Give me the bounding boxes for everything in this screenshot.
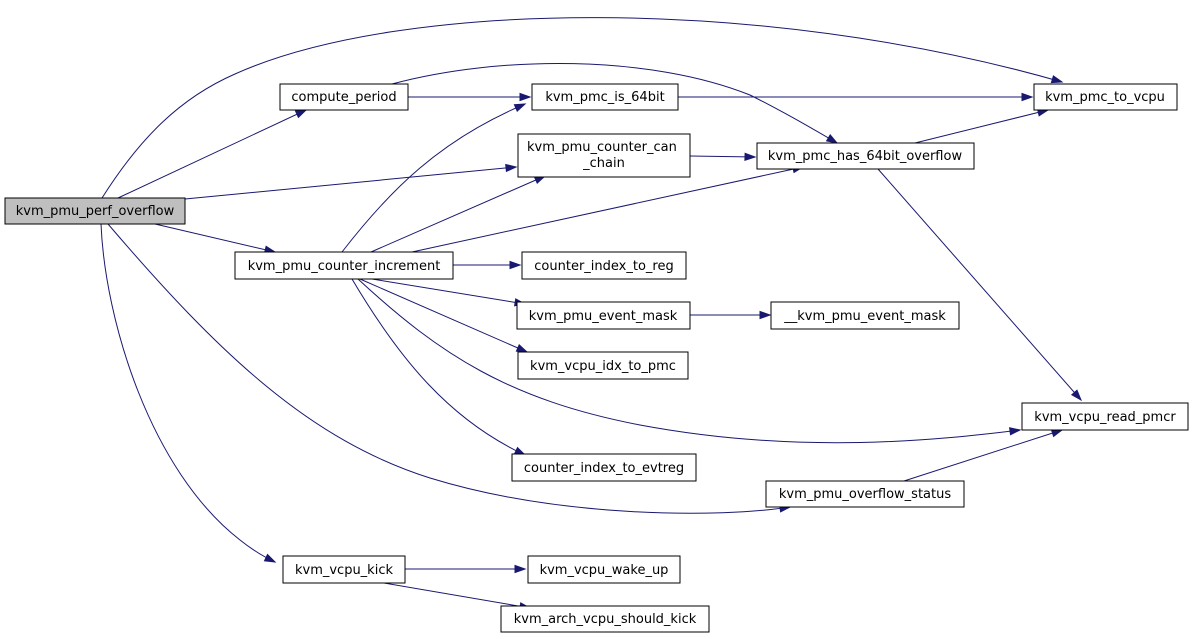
edge-overflow-status-to-vcpu-read-pmcr: [903, 429, 1063, 482]
node-label: counter_index_to_evtreg: [524, 461, 684, 476]
arrowhead: [263, 553, 277, 563]
edge-counter-increment-to-pmc-has-64bit-overflow: [411, 166, 804, 253]
arrowhead: [294, 109, 308, 119]
arrowhead: [1050, 429, 1064, 438]
call-edges: [100, 17, 1082, 609]
node-label: counter_index_to_reg: [534, 259, 673, 274]
node-label: kvm_pmc_has_64bit_overflow: [768, 149, 963, 164]
node-kvm-pmc-is-64bit[interactable]: kvm_pmc_is_64bit: [531, 83, 679, 111]
edge-perf-overflow-to-compute-period: [117, 109, 307, 199]
node-label: kvm_vcpu_wake_up: [540, 563, 669, 578]
edge-pmc-has-64bit-overflow-to-vcpu-read-pmcr: [877, 168, 1082, 401]
arrowhead: [514, 564, 527, 574]
node-kvm-pmu-perf-overflow[interactable]: kvm_pmu_perf_overflow: [4, 197, 186, 225]
arrowhead: [1050, 75, 1064, 84]
arrowhead: [513, 103, 527, 113]
node-kvm-pmu-counter-increment[interactable]: kvm_pmu_counter_increment: [234, 251, 454, 280]
node-kvm-pmc-to-vcpu[interactable]: kvm_pmc_to_vcpu: [1033, 83, 1178, 111]
arrowhead: [519, 92, 532, 102]
node-label-line-2: _chain: [582, 156, 625, 171]
arrowhead: [744, 152, 757, 161]
arrowhead: [825, 134, 839, 144]
node-kvm-pmu-overflow-status[interactable]: kvm_pmu_overflow_status: [765, 480, 965, 508]
arrowhead: [509, 260, 522, 270]
node-label: kvm_vcpu_kick: [295, 563, 394, 578]
edge-perf-overflow-to-vcpu-kick: [100, 223, 276, 563]
node-kvm-pmu-event-mask-internal[interactable]: __kvm_pmu_event_mask: [770, 301, 960, 330]
arrowhead: [505, 163, 518, 173]
edge-compute-period-to-pmc-has-64bit-overflow: [391, 62, 838, 144]
node-label: compute_period: [291, 90, 396, 105]
edge-vcpu-kick-to-arch-vcpu-should-kick: [377, 581, 531, 609]
edge-perf-overflow-to-counter-can-chain: [184, 166, 517, 200]
arrowhead: [759, 310, 772, 320]
arrowhead: [1070, 389, 1083, 402]
edge-counter-increment-to-event-mask: [371, 278, 526, 305]
arrowhead: [1009, 427, 1022, 436]
node-kvm-vcpu-idx-to-pmc[interactable]: kvm_vcpu_idx_to_pmc: [517, 351, 689, 380]
node-label-line-1: kvm_pmu_counter_can: [527, 140, 677, 155]
node-counter-index-to-reg[interactable]: counter_index_to_reg: [521, 251, 687, 280]
arrowhead: [1021, 92, 1034, 102]
node-label: kvm_arch_vcpu_should_kick: [514, 612, 697, 627]
node-kvm-vcpu-wake-up[interactable]: kvm_vcpu_wake_up: [527, 555, 681, 584]
node-kvm-pmc-has-64bit-overflow[interactable]: kvm_pmc_has_64bit_overflow: [756, 142, 975, 170]
edge-counter-increment-to-counter-index-to-evtreg: [351, 278, 526, 456]
node-kvm-arch-vcpu-should-kick[interactable]: kvm_arch_vcpu_should_kick: [500, 605, 710, 633]
node-label: kvm_pmu_counter_can _chain: [527, 140, 681, 171]
node-label: kvm_pmu_event_mask: [529, 309, 678, 324]
node-label: __kvm_pmu_event_mask: [783, 309, 946, 324]
node-kvm-vcpu-read-pmcr[interactable]: kvm_vcpu_read_pmcr: [1021, 402, 1189, 431]
edge-perf-overflow-to-counter-increment: [154, 223, 276, 253]
node-label: kvm_pmc_to_vcpu: [1045, 90, 1165, 105]
node-kvm-vcpu-kick[interactable]: kvm_vcpu_kick: [282, 555, 406, 584]
node-label: kvm_pmc_is_64bit: [545, 90, 664, 105]
edge-counter-increment-to-counter-can-chain: [370, 175, 546, 253]
node-label: kvm_pmu_perf_overflow: [16, 204, 175, 219]
edge-counter-increment-to-pmc-is-64bit: [341, 103, 526, 253]
node-label: kvm_vcpu_read_pmcr: [1034, 410, 1176, 425]
edge-counter-increment-to-vcpu-read-pmcr: [357, 278, 1021, 444]
node-compute-period[interactable]: compute_period: [279, 83, 409, 111]
edge-perf-overflow-to-overflow-status: [107, 223, 791, 514]
edge-pmc-has-64bit-overflow-to-pmc-to-vcpu: [914, 109, 1049, 144]
edge-counter-increment-to-vcpu-idx-to-pmc: [359, 278, 528, 353]
edge-perf-overflow-to-pmc-to-vcpu: [101, 17, 1063, 199]
node-kvm-pmu-event-mask[interactable]: kvm_pmu_event_mask: [516, 301, 691, 330]
node-label: kvm_vcpu_idx_to_pmc: [530, 359, 676, 374]
edge-counter-can-chain-to-pmc-has-64bit-overflow: [689, 155, 756, 158]
arrowhead: [515, 343, 529, 353]
node-counter-index-to-evtreg[interactable]: counter_index_to_evtreg: [511, 453, 697, 482]
node-label: kvm_pmu_counter_increment: [248, 259, 441, 274]
node-label: kvm_pmu_overflow_status: [779, 487, 951, 502]
node-kvm-pmu-counter-can-chain[interactable]: kvm_pmu_counter_can _chain: [517, 133, 691, 178]
